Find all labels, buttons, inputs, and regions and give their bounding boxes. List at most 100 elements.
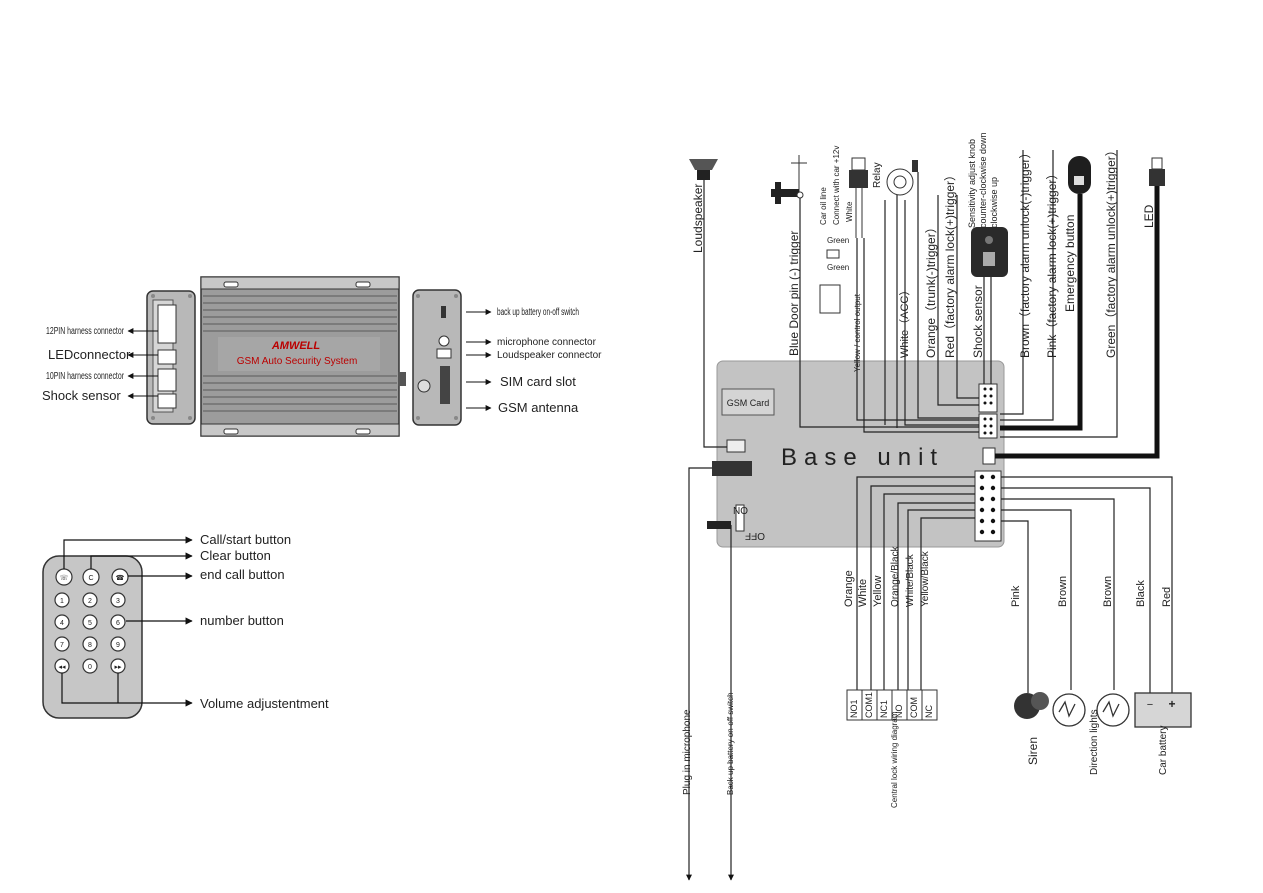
remote-illustration: ☏ C ☎ 1 2 3 4 5 6 7 8 9 0 ◂◂ ▸▸ (42, 555, 143, 719)
label-clear: Clear button (200, 548, 271, 563)
key-9: 9 (116, 642, 120, 649)
label-mic-connector: microphone connector (497, 337, 597, 348)
antenna-jack (398, 372, 406, 386)
label-yellow-black: Yellow/Black (920, 550, 931, 607)
remote-callouts (61, 536, 193, 707)
label-gsm-antenna: GSM antenna (498, 400, 579, 415)
direction-lights-symbol (1052, 693, 1130, 727)
label-door-pin: Blue Door pin (-) trigger (787, 231, 801, 356)
label-red-lock: Red（factory alarm lock(+)trigger） (943, 169, 957, 358)
emergency-button-icon (1068, 156, 1091, 194)
battery-minus: − (1147, 699, 1153, 711)
label-brown-2: Brown (1102, 576, 1114, 607)
label-siren: Siren (1026, 737, 1040, 765)
key-0: 0 (88, 664, 92, 671)
remote-labels: Call/start button Clear button end call … (200, 532, 329, 711)
label-yellow-output: Yellow / control output (853, 293, 862, 372)
battery-plus: + (1168, 697, 1175, 711)
gsm-card-label: GSM Card (727, 398, 770, 408)
key-8: 8 (88, 642, 92, 649)
call-icon: ☏ (60, 574, 69, 582)
switch-off-label: OFF (745, 530, 765, 541)
label-volume: Volume adjustentment (200, 696, 329, 711)
shock-sensor-connector (157, 393, 177, 409)
label-ccw-down: counter-clockwise down (978, 132, 988, 228)
car-battery-symbol: − + (1134, 692, 1192, 728)
speaker-jack (436, 348, 452, 359)
gsm-unit-illustration: AMWELL GSM Auto Security System (146, 276, 462, 437)
label-12v: Connect with car +12v (832, 146, 841, 225)
key-2: 2 (88, 598, 92, 605)
10pin-connector (157, 368, 177, 392)
label-10pin: 10PIN harness connector (46, 371, 124, 382)
volume-down-icon: ◂◂ (58, 664, 66, 671)
label-orange-black: Orange/Black (890, 545, 901, 607)
key-4: 4 (60, 620, 64, 627)
label-green-unlock: Green（factory alarm unlock(+)trigger） (1104, 144, 1118, 358)
label-cw-up: clockwise up (989, 177, 999, 228)
switch-on-label: ON (733, 504, 748, 515)
label-shock-sensor-wire: Shock sensor (971, 285, 985, 358)
gsm-card-slot (721, 388, 775, 416)
label-orange: Orange (843, 570, 855, 607)
bottom-wires (856, 476, 1173, 693)
label-brown-unlock: Brown（factory alarm unlock(-)trigger） (1018, 147, 1032, 358)
terminal-com: COM (909, 697, 919, 718)
label-yellow: Yellow (872, 576, 884, 607)
12pin-connector (157, 304, 177, 344)
label-speaker-connector: Loudspeaker connector (497, 350, 602, 361)
label-led: LED (1142, 204, 1156, 228)
mic-plug (712, 461, 752, 476)
terminal-nc: NC (924, 705, 934, 718)
terminal-nc1: NC1 (879, 700, 889, 718)
zero-key (82, 658, 98, 674)
label-green-wire-1: Green (827, 236, 849, 245)
key-6: 6 (116, 620, 120, 627)
top-wire-labels: Loudspeaker Blue Door pin (-) trigger Ca… (691, 132, 1156, 372)
label-central-lock: Central lock wiring diagram (890, 711, 899, 808)
unit-brand: AMWELL (271, 340, 321, 352)
label-loudspeaker: Loudspeaker (691, 184, 705, 253)
label-red: Red (1161, 587, 1173, 607)
terminal-no1: NO1 (849, 699, 859, 718)
volume-up-icon: ▸▸ (114, 664, 122, 671)
label-white-acc: White（ACC） (898, 285, 911, 358)
label-backup-onoff: Back up battery on-off switch (726, 692, 735, 795)
key-c: C (88, 575, 93, 582)
key-3: 3 (116, 598, 120, 605)
label-white-black: White/Black (905, 553, 916, 607)
key-1: 1 (60, 598, 64, 605)
label-sensitivity: Sensitivity adjust knob (967, 139, 977, 228)
bottom-wire-labels: Orange White Yellow Orange/Black White/B… (843, 545, 1173, 607)
relay-symbol (819, 157, 868, 314)
label-12pin: 12PIN harness connector (46, 326, 124, 337)
label-orange-trunk: Orange（trunk(-)trigger） (924, 221, 938, 358)
speaker-terminal (726, 439, 746, 453)
led-connector (157, 349, 177, 365)
sim-slot (440, 366, 450, 404)
connector-blocks (974, 383, 1002, 542)
antenna-connector (417, 379, 431, 393)
key-5: 5 (88, 620, 92, 627)
loudspeaker-symbol (689, 159, 718, 180)
label-shock-sensor: Shock sensor (42, 388, 121, 403)
label-brown-1: Brown (1057, 576, 1069, 607)
base-unit-label: Base unit (781, 444, 944, 471)
shock-sensor-icon (971, 227, 1008, 277)
led-icon (1149, 157, 1165, 186)
label-white-wire: White (845, 201, 854, 222)
label-sim-slot: SIM card slot (500, 374, 576, 389)
end-call-icon: ☎ (116, 574, 125, 582)
bottom-component-labels: Plug in microphone Back up battery on-of… (682, 692, 1169, 808)
unit-product-name: GSM Auto Security System (237, 356, 358, 367)
label-number: number button (200, 613, 284, 628)
end-call-key (111, 568, 129, 586)
label-call-start: Call/start button (200, 532, 291, 547)
label-black: Black (1135, 580, 1147, 607)
key-7: 7 (60, 642, 64, 649)
unit-left-labels: 12PIN harness connector LEDconnector 10P… (42, 326, 131, 403)
top-wires (686, 150, 1118, 881)
label-plug-mic: Plug in microphone (682, 709, 693, 795)
wiring-diagram: Base unit GSM Card ON OFF (682, 132, 1192, 881)
